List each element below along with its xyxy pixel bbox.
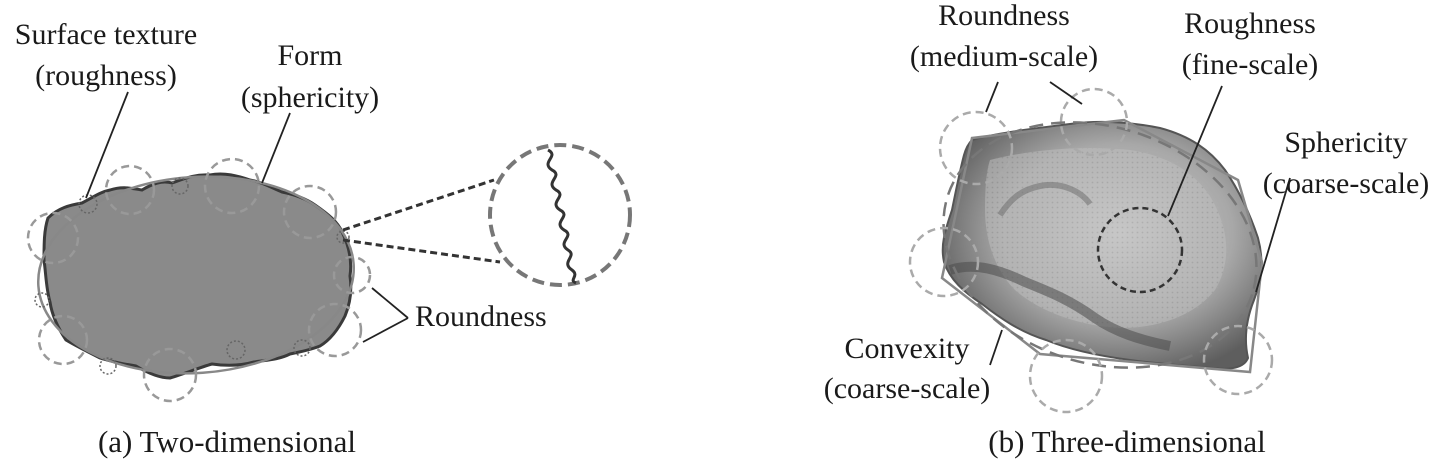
roundness-circle	[1028, 338, 1104, 414]
convexity-leader	[989, 329, 1003, 366]
sphericity-leader	[1255, 177, 1291, 293]
roundness-label: Roundness	[415, 300, 547, 333]
roughness-circle	[171, 177, 189, 195]
roundness-circle	[908, 226, 980, 298]
zoom-leader-top	[342, 178, 495, 232]
roughness-circle	[99, 357, 117, 375]
roughness-circle	[293, 339, 311, 357]
surface-texture-leader	[85, 91, 129, 199]
form-label: Form	[277, 39, 342, 72]
particle-3d-shadow	[948, 261, 1171, 351]
roundness-circles-3d	[908, 87, 1274, 414]
roughness-profile-line	[546, 148, 577, 285]
roughness-circle	[336, 230, 350, 244]
zoom-leader-bottom	[342, 238, 501, 264]
form-leader	[261, 112, 291, 184]
zoom-circle	[488, 143, 632, 287]
roundness-leader-lower	[362, 317, 409, 343]
roundness-circle	[1202, 324, 1274, 396]
panel-a: Surface texture (roughness) Form (spheri…	[15, 18, 632, 459]
form-sub-label: (sphericity)	[241, 81, 379, 114]
roundness-circle	[142, 347, 198, 403]
roundness-circle	[203, 157, 261, 215]
roundness-leader-left	[985, 81, 999, 113]
particle-3d-mesh	[985, 148, 1227, 328]
roundness-circle	[37, 314, 89, 366]
roundness-circle	[938, 110, 1014, 186]
roundness-3d-sub-label: (medium-scale)	[910, 40, 1098, 73]
form-ellipse	[36, 175, 356, 375]
particle-2d-shape	[42, 172, 353, 380]
roundness-circles-2d	[26, 157, 372, 403]
panel-b: Roundness (medium-scale) Roughness (fine…	[824, 0, 1430, 459]
convex-hull-outline	[940, 118, 1264, 374]
roundness-circle	[1059, 87, 1129, 157]
roughness-circle	[78, 194, 98, 214]
roundness-circle	[104, 164, 156, 216]
roughness-circle	[34, 292, 50, 308]
roundness-circle	[307, 302, 363, 358]
roundness-circle	[332, 255, 372, 295]
roundness-leader-right	[1049, 81, 1083, 105]
convexity-label: Convexity	[845, 332, 970, 365]
roughness-circle	[226, 340, 246, 360]
roundness-leader-upper	[371, 287, 409, 319]
roughness-circle-3d	[1096, 206, 1184, 294]
roughness-leader	[1167, 85, 1223, 217]
surface-texture-sub-label: (roughness)	[35, 59, 177, 92]
roughness-circles-2d	[34, 177, 350, 375]
roundness-circle	[26, 211, 80, 265]
particle-3d-shadow	[997, 182, 1093, 217]
panel-b-caption: (b) Three-dimensional	[988, 424, 1265, 459]
panel-a-caption: (a) Two-dimensional	[98, 424, 356, 459]
convexity-sub-label: (coarse-scale)	[824, 372, 991, 405]
roundness-circle	[282, 184, 338, 240]
surface-texture-label: Surface texture	[15, 18, 197, 51]
sphericity-label: Sphericity	[1284, 126, 1407, 159]
roundness-3d-label: Roundness	[938, 0, 1070, 32]
sphericity-sub-label: (coarse-scale)	[1263, 167, 1430, 200]
roughness-3d-sub-label: (fine-scale)	[1182, 48, 1319, 81]
roughness-3d-label: Roughness	[1184, 7, 1316, 40]
